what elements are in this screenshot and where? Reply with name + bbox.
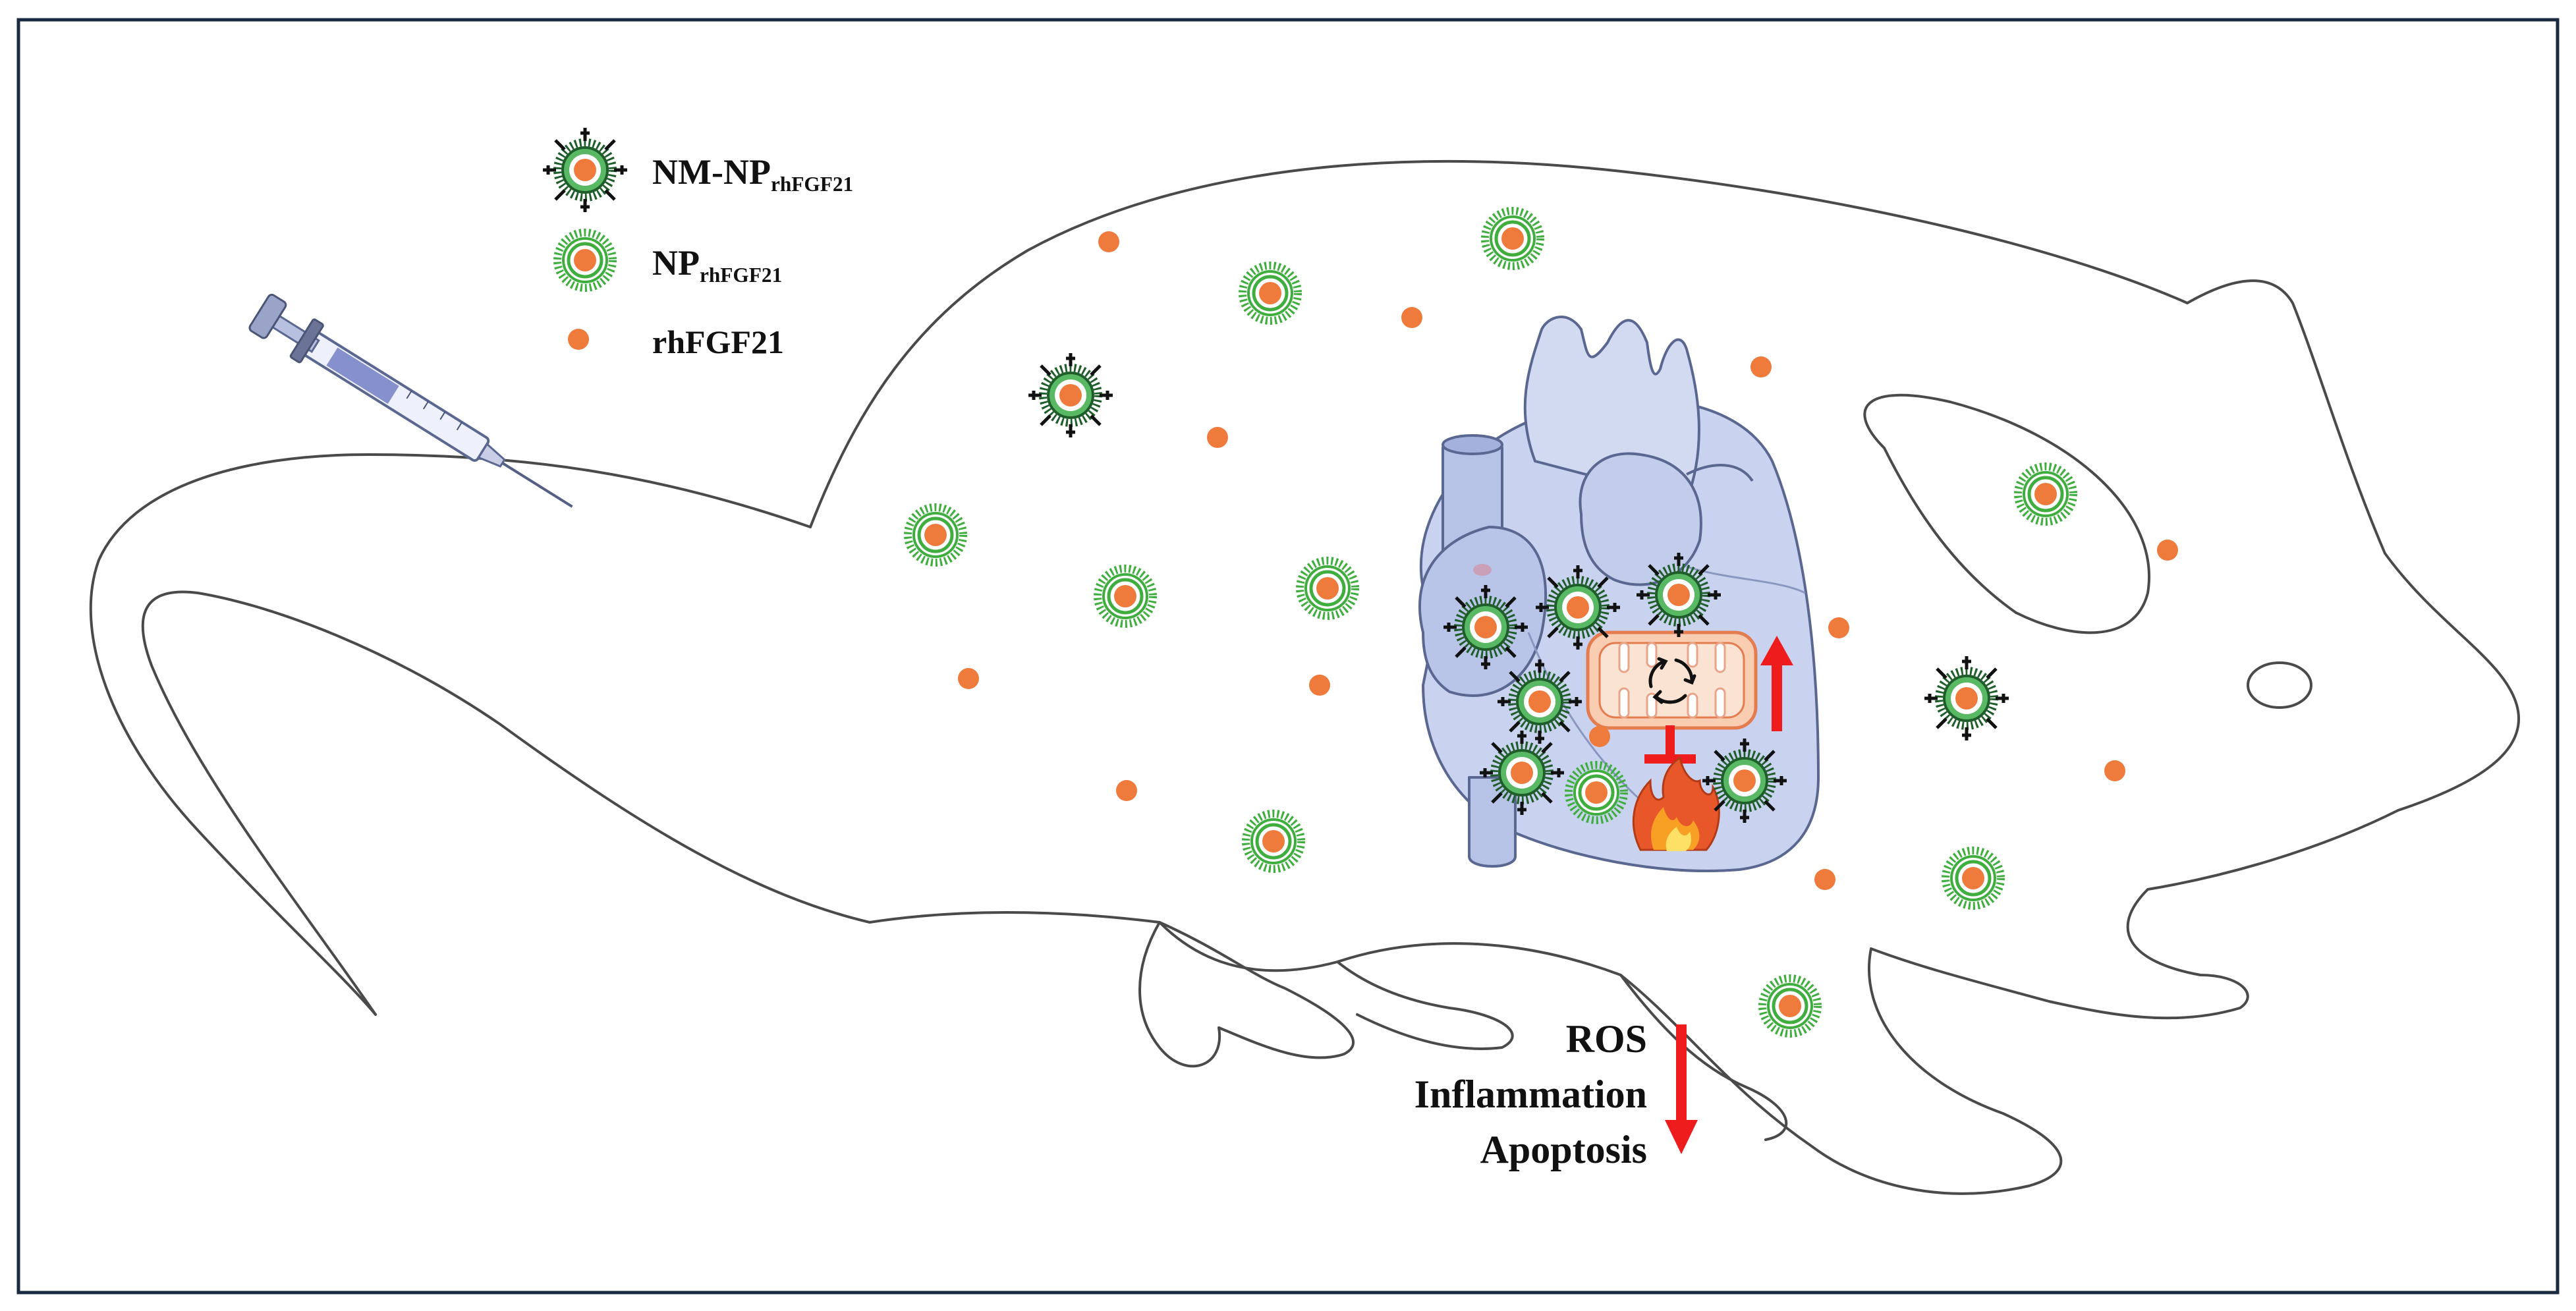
rhfgf21-dot <box>1750 356 1772 377</box>
rhfgf21-dot <box>1309 675 1330 696</box>
legend-orange-dot-icon <box>568 329 589 350</box>
rhfgf21-dot <box>2104 760 2125 781</box>
nm-np-particle <box>1028 353 1113 437</box>
increase-arrow-icon <box>1760 636 1793 731</box>
effect-inflammation: Inflammation <box>1414 1073 1647 1116</box>
rhfgf21-dot <box>1828 617 1849 638</box>
mouse-outline <box>89 160 2521 1195</box>
effect-ros: ROS <box>1565 1017 1647 1061</box>
np-particle <box>1246 814 1301 869</box>
legend-np-main: NP <box>652 243 700 283</box>
legend-nm-np-sub: rhFGF21 <box>770 172 854 196</box>
np-particle <box>2018 466 2073 522</box>
nm-np-particle <box>1498 659 1582 744</box>
effects-list: ROS Inflammation Apoptosis <box>1414 1011 1647 1177</box>
nm-np-particle <box>1924 656 2009 740</box>
figure-frame <box>16 18 2560 1295</box>
legend-np-sub: rhFGF21 <box>699 263 783 287</box>
nm-np-particle <box>1637 553 1721 637</box>
np-particle <box>1946 851 2001 906</box>
nm-np-particle <box>1480 731 1564 815</box>
mitochondria-icon <box>1586 630 1758 730</box>
nm-np-particle <box>1702 739 1787 823</box>
syringe-icon <box>248 293 573 508</box>
rhfgf21-dot <box>1589 726 1610 747</box>
recycle-icon <box>1648 657 1696 704</box>
rhfgf21-dot <box>1207 427 1228 448</box>
rhfgf21-dot <box>1098 231 1119 252</box>
legend-rhfgf21-label: rhFGF21 <box>652 323 784 360</box>
legend-np-particle-icon <box>557 233 613 288</box>
legend-nm-np-main: NM-NP <box>652 152 771 192</box>
rhfgf21-dot <box>1116 780 1137 801</box>
effect-apoptosis: Apoptosis <box>1480 1128 1647 1171</box>
nm-np-particle <box>1443 585 1528 669</box>
legend-label-nm-np: NM-NPrhFGF21 <box>652 152 853 196</box>
np-particle <box>908 507 963 563</box>
rhfgf21-dot <box>958 668 979 689</box>
np-particle <box>1243 265 1298 321</box>
nm-np-particle <box>1536 565 1620 650</box>
np-particle <box>1300 561 1355 616</box>
legend-label-np: NPrhFGF21 <box>652 242 782 287</box>
inhibition-bar-icon <box>1644 725 1696 764</box>
np-particle <box>1485 211 1540 266</box>
legend-nm-np-particle-icon <box>543 128 627 212</box>
decrease-arrow-icon <box>1665 1024 1698 1154</box>
legend-label-rhfgf21: rhFGF21 <box>652 323 784 361</box>
np-particle <box>1762 978 1818 1034</box>
rhfgf21-dot <box>1814 869 1835 890</box>
rhfgf21-dot <box>1401 307 1422 328</box>
rhfgf21-dot <box>2157 540 2178 561</box>
np-particle <box>1098 569 1153 624</box>
